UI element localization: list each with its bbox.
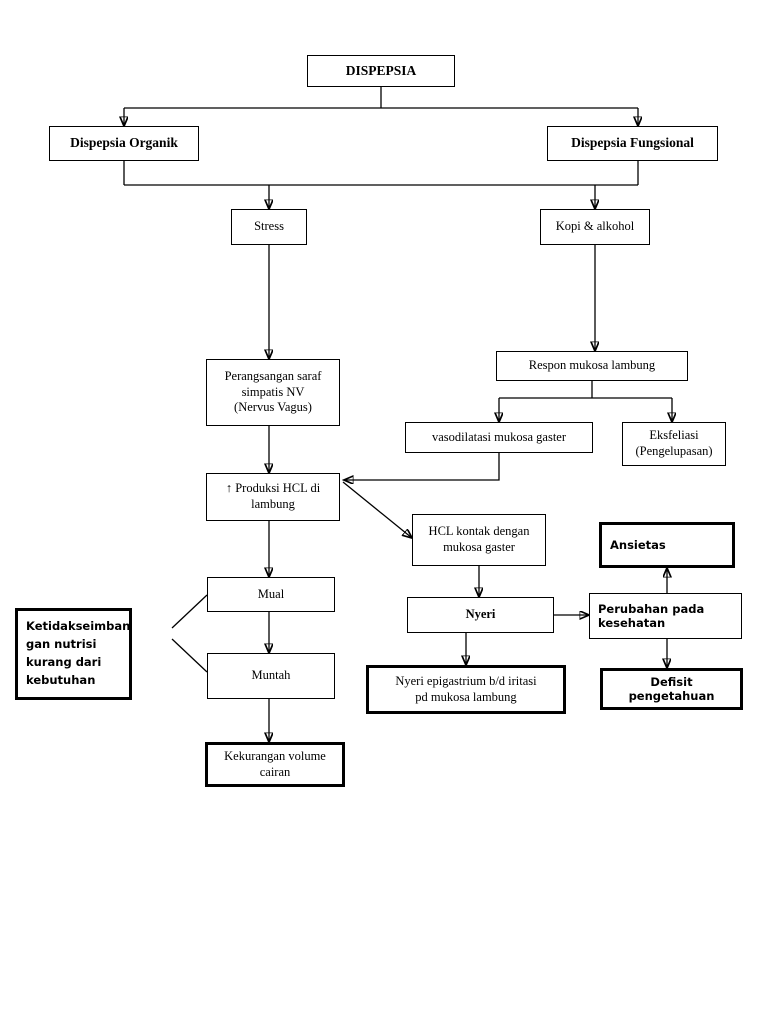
node-perangsangan-saraf-line3: (Nervus Vagus) bbox=[234, 400, 312, 415]
node-dispepsia-organik[interactable]: Dispepsia Organik bbox=[49, 126, 199, 161]
node-eksfeliasi[interactable]: Eksfeliasi (Pengelupasan) bbox=[622, 422, 726, 466]
node-eksfeliasi-line2: (Pengelupasan) bbox=[635, 444, 713, 458]
node-dispepsia[interactable]: DISPEPSIA bbox=[307, 55, 455, 87]
node-ketidakseimbangan-line2: gan nutrisi bbox=[26, 637, 97, 652]
edge-vaso-hcl bbox=[344, 453, 500, 480]
node-ketidakseimbangan-line3: kurang dari bbox=[26, 655, 102, 669]
node-perubahan-pada-kesehatan[interactable]: Perubahan pada kesehatan bbox=[589, 593, 742, 639]
node-kopi-alkohol-label: Kopi & alkohol bbox=[555, 219, 635, 234]
node-perubahan-line2: kesehatan bbox=[598, 616, 666, 630]
node-defisit-pengetahuan-label: Defisit pengetahuan bbox=[628, 674, 715, 703]
node-dispepsia-fungsional[interactable]: Dispepsia Fungsional bbox=[547, 126, 718, 161]
node-vasodilatasi-mukosa-gaster-label: vasodilatasi mukosa gaster bbox=[432, 429, 566, 444]
edge-muntah-ketidakseimbangan bbox=[171, 638, 208, 673]
node-nyeri[interactable]: Nyeri bbox=[407, 597, 554, 633]
node-hcl-kontak-mukosa-gaster[interactable]: HCL kontak dengan mukosa gaster bbox=[412, 514, 546, 566]
node-defisit-pengetahuan[interactable]: Defisit pengetahuan bbox=[600, 668, 743, 710]
node-hcl-kontak-line2: mukosa gaster bbox=[443, 540, 515, 554]
node-kekurangan-line1: Kekurangan volume bbox=[224, 748, 326, 763]
node-produksi-hcl-line1: ↑ Produksi HCL di bbox=[225, 481, 321, 496]
node-dispepsia-fungsional-label: Dispepsia Fungsional bbox=[571, 135, 694, 151]
node-kekurangan-volume-cairan[interactable]: Kekurangan volume cairan bbox=[205, 742, 345, 787]
edge-hcl-hclkontak bbox=[342, 481, 412, 538]
node-perubahan-line1: Perubahan pada bbox=[598, 601, 705, 616]
node-nyeri-label: Nyeri bbox=[465, 607, 496, 622]
node-perangsangan-saraf-line1: Perangsangan saraf bbox=[224, 369, 322, 384]
node-mual-label: Mual bbox=[257, 586, 285, 601]
node-perangsangan-saraf-line2: simpatis NV bbox=[241, 384, 305, 399]
node-nyeri-epigastrium[interactable]: Nyeri epigastrium b/d iritasi pd mukosa … bbox=[366, 665, 566, 714]
node-dispepsia-organik-label: Dispepsia Organik bbox=[70, 135, 178, 151]
node-kekurangan-line2: cairan bbox=[259, 764, 291, 779]
node-eksfeliasi-line1: Eksfeliasi bbox=[649, 428, 699, 443]
edge-mual-ketidakseimbangan bbox=[171, 594, 208, 629]
node-stress-label: Stress bbox=[254, 219, 284, 234]
node-ansietas-label: Ansietas bbox=[610, 537, 666, 552]
node-ketidakseimbangan-line4: kebutuhan bbox=[26, 672, 96, 687]
node-produksi-hcl[interactable]: ↑ Produksi HCL di lambung bbox=[206, 473, 340, 521]
node-perangsangan-saraf[interactable]: Perangsangan saraf simpatis NV (Nervus V… bbox=[206, 359, 340, 426]
node-mual[interactable]: Mual bbox=[207, 577, 335, 612]
node-produksi-hcl-line2: lambung bbox=[251, 497, 295, 511]
node-nyeri-epigastrium-line2: pd mukosa lambung bbox=[415, 689, 517, 704]
node-ketidakseimbangan-line1: Ketidakseimban bbox=[26, 619, 131, 634]
node-muntah-label: Muntah bbox=[251, 668, 291, 683]
node-hcl-kontak-line1: HCL kontak dengan bbox=[428, 524, 530, 539]
node-ketidakseimbangan-nutrisi[interactable]: Ketidakseimban gan nutrisi kurang dari k… bbox=[15, 608, 132, 700]
node-respon-mukosa-lambung-label: Respon mukosa lambung bbox=[528, 358, 656, 373]
node-dispepsia-label: DISPEPSIA bbox=[345, 62, 417, 78]
node-ansietas[interactable]: Ansietas bbox=[599, 522, 735, 568]
node-muntah[interactable]: Muntah bbox=[207, 653, 335, 699]
node-vasodilatasi-mukosa-gaster[interactable]: vasodilatasi mukosa gaster bbox=[405, 422, 593, 453]
node-stress[interactable]: Stress bbox=[231, 209, 307, 245]
node-nyeri-epigastrium-line1: Nyeri epigastrium b/d iritasi bbox=[395, 673, 537, 688]
node-kopi-alkohol[interactable]: Kopi & alkohol bbox=[540, 209, 650, 245]
node-respon-mukosa-lambung[interactable]: Respon mukosa lambung bbox=[496, 351, 688, 381]
